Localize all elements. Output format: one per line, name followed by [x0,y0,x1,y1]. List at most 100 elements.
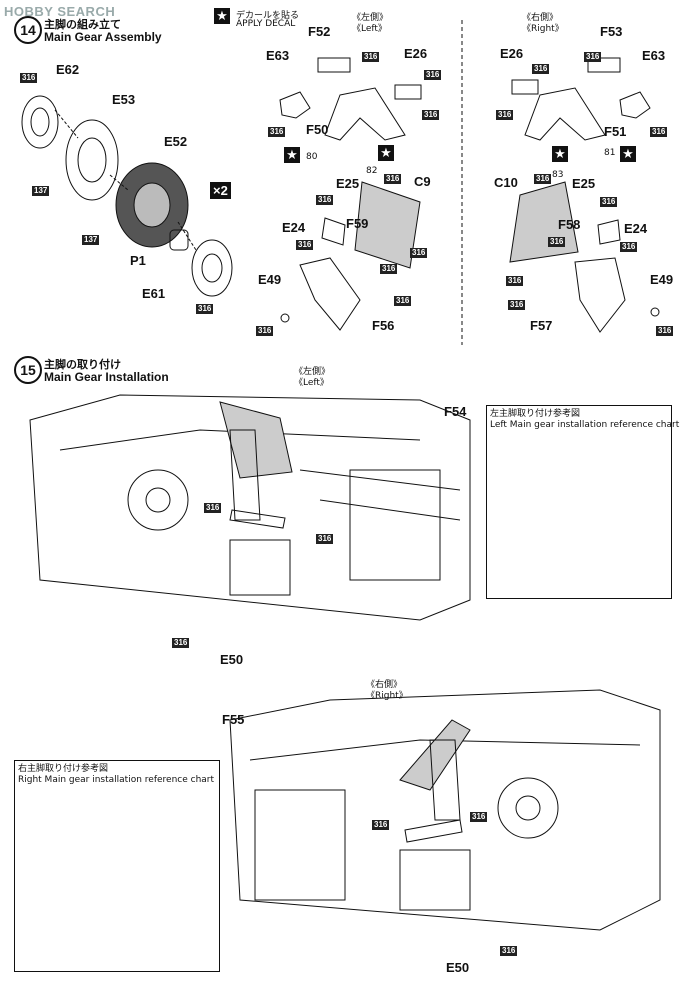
decal-number-80: 80 [306,152,318,162]
hub-e63-right [619,91,651,119]
part-label-e61: E61 [142,286,166,301]
part-f52 [317,57,351,73]
left-label-jp: 《左側》 [294,367,331,377]
part-label-c9: C9 [414,174,431,189]
part-e50-right [404,819,463,843]
part-f53 [587,57,621,73]
part-label-f54: F54 [444,404,467,419]
step-14-title-en: Main Gear Assembly [44,30,162,44]
paint-code-316: 316 [172,638,190,648]
step-14-number: 14 [14,16,42,44]
paint-code-316: 316 [422,110,440,120]
multiplier-x2: ×2 [210,182,231,199]
watermark: HOBBY SEARCH [4,4,115,19]
part-label-f55: F55 [222,712,245,727]
part-e49-right [650,307,660,317]
paint-code-316: 316 [508,300,526,310]
fuselage-right [229,689,661,931]
part-label-p1: P1 [130,253,146,268]
part-label-f50: F50 [306,122,329,137]
part-label-e26-right: E26 [500,46,524,61]
paint-code-316: 316 [384,174,402,184]
part-e25-right [597,219,621,245]
wheel-left [127,469,189,531]
part-e50-left [229,509,286,529]
part-label-e24-right: E24 [624,221,648,236]
decal-number-82: 82 [366,166,378,176]
decal-star-icon: ★ [378,145,394,161]
right-label-jp: 《右側》 [522,13,559,23]
part-label-e63-left: E63 [266,48,290,63]
paint-code-316: 316 [196,304,214,314]
paint-code-316: 316 [204,503,222,513]
paint-code-316: 316 [584,52,602,62]
strut-lower-right [574,257,626,333]
part-label-e53: E53 [112,92,136,107]
left-reference-chart: 左主脚取り付け参考図 Left Main gear installation r… [486,405,679,599]
part-label-f51: F51 [604,124,627,139]
part-label-e50-left: E50 [220,652,244,667]
paint-code-316: 316 [424,70,442,80]
paint-code-316: 316 [650,127,668,137]
ref-left-title-jp: 左主脚取り付け参考図 [490,409,581,419]
part-label-e50-right: E50 [446,960,470,975]
right-reference-chart: 右主脚取り付け参考図 Right Main gear installation … [14,760,220,972]
part-label-e63-right: E63 [642,48,666,63]
paint-code-137: 137 [82,235,100,245]
paint-code-316: 316 [620,242,638,252]
part-label-e52: E52 [164,134,188,149]
paint-code-316: 316 [256,326,274,336]
paint-code-316: 316 [380,264,398,274]
part-label-f53: F53 [600,24,623,39]
ref-left-title-en: Left Main gear installation reference ch… [490,420,680,430]
paint-code-316: 316 [394,296,412,306]
paint-code-316: 316 [316,195,334,205]
decal-star-icon: ★ [552,146,568,162]
decal-star-icon: ★ [214,8,230,24]
decal-star-icon: ★ [284,147,300,163]
decal-note-jp: デカールを貼る [236,11,300,21]
part-label-e26-left: E26 [404,46,428,61]
paint-code-316: 316 [20,73,38,83]
left-label-en: 《Left》 [294,378,329,388]
part-label-f59: F59 [346,216,369,231]
axle-p1 [169,229,189,251]
wheel-hub-e61 [191,239,233,297]
paint-code-316: 316 [362,52,380,62]
part-label-e25-left: E25 [336,176,360,191]
paint-code-316: 316 [656,326,674,336]
step-14-title-jp: 主脚の組み立て [44,18,121,31]
part-label-e62: E62 [56,62,80,77]
door-c9 [354,181,421,269]
paint-code-316: 316 [600,197,618,207]
paint-code-316: 316 [470,812,488,822]
part-label-e24-left: E24 [282,220,306,235]
right-label-en: 《Right》 [522,24,564,34]
part-label-c10: C10 [494,175,518,190]
paint-code-316: 316 [496,110,514,120]
decal-number-83: 83 [552,170,564,180]
part-label-f52: F52 [308,24,331,39]
fuselage-left [29,394,471,621]
ref-right-title-jp: 右主脚取り付け参考図 [18,764,109,774]
paint-code-316: 316 [268,127,286,137]
hub-e63-left [279,91,311,119]
part-label-e49-left: E49 [258,272,282,287]
paint-code-137: 137 [32,186,50,196]
paint-code-316: 316 [532,64,550,74]
part-label-e49-right: E49 [650,272,674,287]
wheel-right [497,777,559,839]
paint-code-316: 316 [548,237,566,247]
strut-f51 [524,87,606,141]
wheel-rim-e53 [65,119,119,201]
paint-code-316: 316 [372,820,390,830]
strut-lower-left [299,257,361,331]
step-15-title-jp: 主脚の取り付け [44,358,121,371]
gear-door-right [399,719,471,791]
decal-note-en: APPLY DECAL [236,19,296,29]
part-e26-right [511,79,539,95]
decal-star-icon: ★ [620,146,636,162]
part-e49-left [280,313,290,323]
left-label-jp: 《左側》 [352,13,389,23]
